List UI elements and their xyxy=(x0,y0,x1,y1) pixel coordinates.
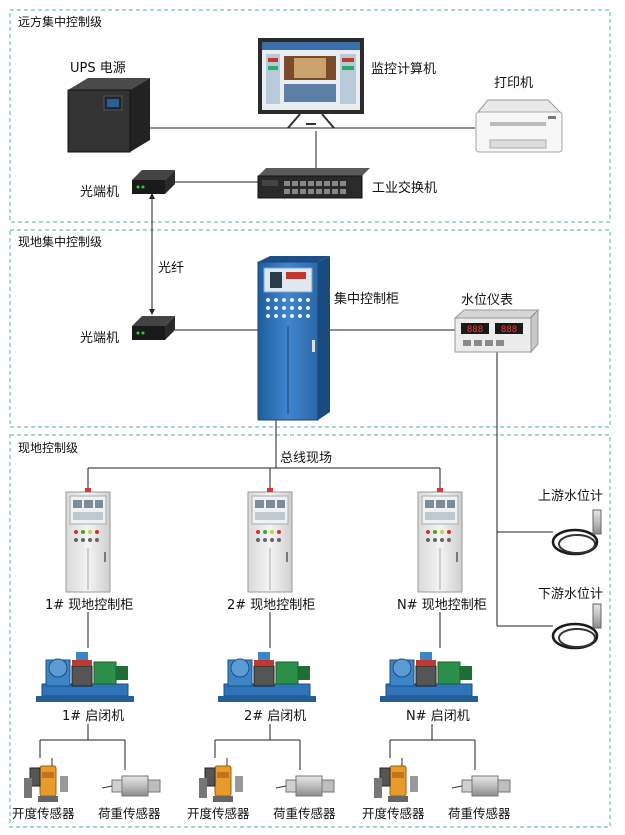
cabinet-2-label: 2# 现地控制柜 xyxy=(227,598,315,613)
optical-terminal-mid xyxy=(132,316,175,340)
load-sensor-n-label: 荷重传感器 xyxy=(448,806,511,821)
printer-label: 打印机 xyxy=(494,76,533,91)
section-site-frame xyxy=(9,434,611,828)
monitor-label: 监控计算机 xyxy=(371,62,436,77)
section-site-title: 现地控制级 xyxy=(18,441,78,455)
opening-sensor-1-label: 开度传感器 xyxy=(12,806,75,821)
opening-sensor-2-label: 开度传感器 xyxy=(187,806,250,821)
monitor-computer xyxy=(258,38,364,129)
section-site-central-title: 现地集中控制级 xyxy=(18,234,102,249)
load-sensor-1 xyxy=(101,775,161,797)
link-hoist2-sensors xyxy=(214,724,301,770)
optical-mid-label: 光端机 xyxy=(80,331,119,346)
meter-display-right: 888 xyxy=(501,325,517,335)
ups-device xyxy=(67,78,150,153)
section-remote-title: 远方集中控制级 xyxy=(18,14,102,29)
field-cabinet-n xyxy=(417,487,463,593)
hoist-2 xyxy=(217,651,317,703)
optical-top-label: 光端机 xyxy=(80,185,119,200)
hoist-n-label: N# 启闭机 xyxy=(406,709,470,724)
opening-sensor-2 xyxy=(198,757,244,803)
load-sensor-n xyxy=(451,775,511,797)
upstream-water-gauge xyxy=(551,508,603,556)
field-cabinet-2 xyxy=(247,487,293,593)
hoist-2-label: 2# 启闭机 xyxy=(244,709,306,724)
load-sensor-2 xyxy=(275,775,335,797)
opening-sensor-n xyxy=(373,757,419,803)
optical-terminal-top xyxy=(132,170,175,194)
link-hoistn-sensors xyxy=(389,724,476,770)
load-sensor-2-label: 荷重传感器 xyxy=(273,806,336,821)
central-control-cabinet xyxy=(257,256,330,421)
opening-sensor-n-label: 开度传感器 xyxy=(362,806,425,821)
industrial-switch xyxy=(257,168,370,199)
downstream-gauge-label: 下游水位计 xyxy=(538,587,603,602)
cabinet-1-label: 1# 现地控制柜 xyxy=(45,598,133,613)
hoist-1 xyxy=(35,651,135,703)
central-cabinet-label: 集中控制柜 xyxy=(334,291,399,307)
fiber-label: 光纤 xyxy=(158,261,184,276)
hoist-n xyxy=(379,651,479,703)
ups-label: UPS 电源 xyxy=(70,61,126,76)
meter-display-left: 888 xyxy=(467,325,483,335)
cabinet-n-label: N# 现地控制柜 xyxy=(397,598,487,613)
water-level-meter: 888 888 xyxy=(453,308,540,354)
downstream-water-gauge xyxy=(551,602,603,650)
printer-device xyxy=(475,99,563,153)
load-sensor-1-label: 荷重传感器 xyxy=(98,806,161,821)
opening-sensor-1 xyxy=(23,757,69,803)
fieldbus-label: 总线现场 xyxy=(280,451,332,466)
water-meter-label: 水位仪表 xyxy=(461,293,513,308)
link-hoist1-sensors xyxy=(39,724,126,770)
switch-label: 工业交换机 xyxy=(372,180,437,196)
field-cabinet-1 xyxy=(65,487,111,593)
hoist-1-label: 1# 启闭机 xyxy=(62,709,124,724)
upstream-gauge-label: 上游水位计 xyxy=(538,489,603,504)
